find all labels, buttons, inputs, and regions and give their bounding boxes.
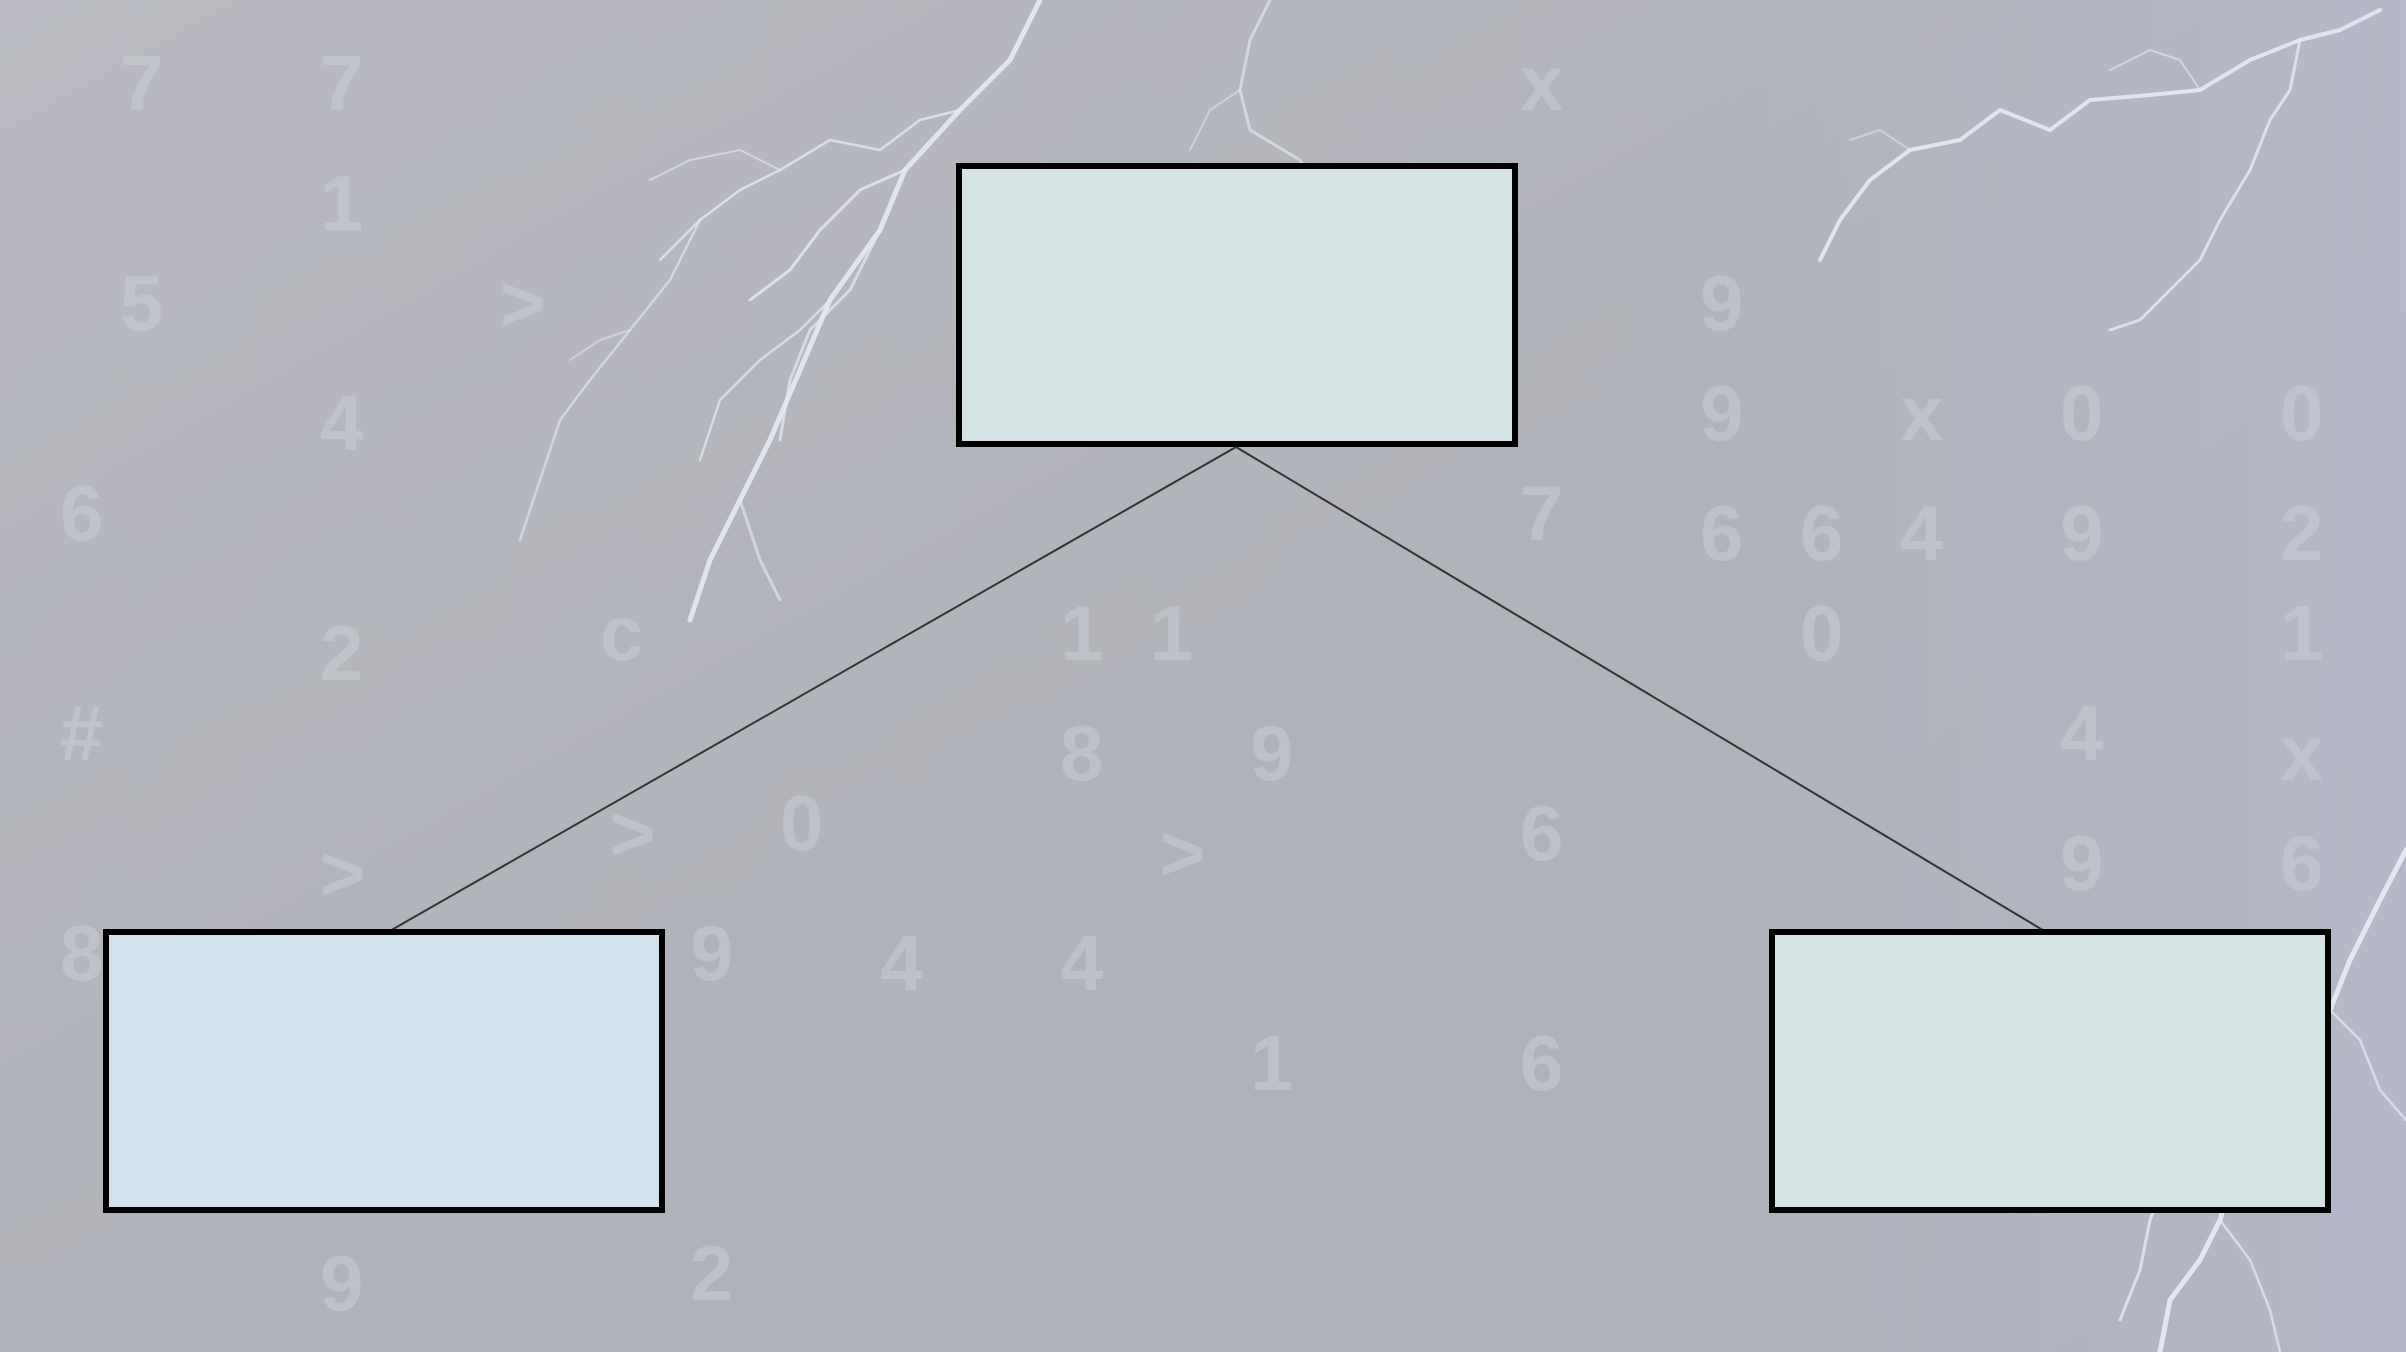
svg-text:5: 5 xyxy=(120,259,163,347)
svg-text:0: 0 xyxy=(780,779,823,867)
svg-text:x: x xyxy=(2280,709,2323,797)
edge-root-left xyxy=(387,446,1237,933)
svg-text:0: 0 xyxy=(2060,369,2103,457)
node-right-child-box[interactable] xyxy=(1769,929,2331,1213)
svg-text:9: 9 xyxy=(690,909,733,997)
svg-text:4: 4 xyxy=(1060,919,1103,1007)
svg-text:0: 0 xyxy=(1800,589,1843,677)
svg-text:6: 6 xyxy=(1700,489,1743,577)
svg-text:6: 6 xyxy=(2280,819,2323,907)
svg-text:8: 8 xyxy=(1060,709,1103,797)
svg-text:1: 1 xyxy=(2280,589,2323,677)
svg-text:9: 9 xyxy=(320,1239,363,1327)
svg-text:2: 2 xyxy=(320,609,363,697)
svg-text:>: > xyxy=(1160,809,1206,897)
svg-text:4: 4 xyxy=(880,919,923,1007)
svg-text:#: # xyxy=(60,689,103,777)
svg-text:7: 7 xyxy=(320,39,363,127)
svg-text:c: c xyxy=(600,589,643,677)
svg-text:6: 6 xyxy=(1520,789,1563,877)
node-root-box[interactable] xyxy=(956,163,1518,447)
svg-text:1: 1 xyxy=(1060,589,1103,677)
node-left-child[interactable] xyxy=(103,929,665,1213)
svg-text:4: 4 xyxy=(320,379,363,467)
svg-text:1: 1 xyxy=(320,159,363,247)
edge-root-right xyxy=(1235,446,2047,933)
svg-text:4: 4 xyxy=(2060,689,2103,777)
node-left-child-box[interactable] xyxy=(103,929,665,1213)
svg-text:7: 7 xyxy=(120,39,163,127)
svg-text:1: 1 xyxy=(1250,1019,1293,1107)
svg-text:x: x xyxy=(1900,369,1943,457)
svg-text:1: 1 xyxy=(1150,589,1193,677)
svg-text:>: > xyxy=(500,259,546,347)
digit-rain-pattern: 7 5 6 # 8 7 1 4 2 > 9 > c > 9 0 4 2 1 8 … xyxy=(60,39,2323,1327)
svg-text:9: 9 xyxy=(1250,709,1293,797)
svg-text:>: > xyxy=(610,789,656,877)
svg-text:2: 2 xyxy=(690,1229,733,1317)
node-root[interactable] xyxy=(956,163,1518,447)
svg-text:x: x xyxy=(1520,39,1563,127)
svg-text:2: 2 xyxy=(2280,489,2323,577)
svg-text:9: 9 xyxy=(1700,259,1743,347)
lightning-bolts xyxy=(518,0,2406,1352)
svg-text:6: 6 xyxy=(1800,489,1843,577)
svg-text:6: 6 xyxy=(1520,1019,1563,1107)
svg-text:9: 9 xyxy=(2060,489,2103,577)
svg-text:>: > xyxy=(320,829,366,917)
svg-text:0: 0 xyxy=(2280,369,2323,457)
svg-text:9: 9 xyxy=(1700,369,1743,457)
svg-text:8: 8 xyxy=(60,909,103,997)
svg-text:9: 9 xyxy=(2060,819,2103,907)
connector-lines xyxy=(387,446,2047,933)
node-right-child[interactable] xyxy=(1769,929,2331,1213)
svg-text:4: 4 xyxy=(1900,489,1943,577)
svg-text:6: 6 xyxy=(60,469,103,557)
svg-text:7: 7 xyxy=(1520,469,1563,557)
